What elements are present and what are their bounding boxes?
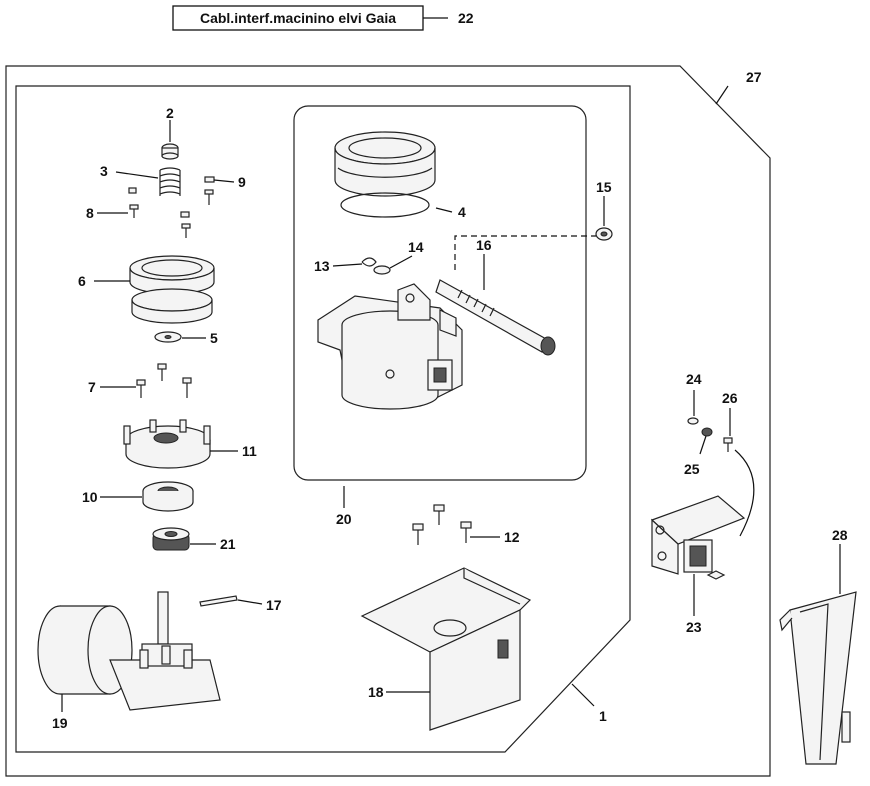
- callout-24: 24: [686, 371, 702, 387]
- inner-assembly-outline: [15, 85, 631, 753]
- callout-26: 26: [722, 390, 738, 406]
- callout-4: 4: [458, 204, 466, 220]
- callout-6: 6: [78, 273, 86, 289]
- leader-lines: [61, 85, 841, 712]
- callout-19: 19: [52, 715, 68, 731]
- part-3-spring: [159, 167, 181, 196]
- part-21-bearing: [152, 527, 190, 551]
- callout-25: 25: [684, 461, 700, 477]
- grinder-subassembly-box: [293, 105, 587, 481]
- title-callout: Cabl.interf.macinino elvi Gaia 22: [172, 5, 474, 31]
- part-24-washer: [687, 417, 699, 425]
- part-25-nut: [701, 427, 713, 437]
- callout-21: 21: [220, 536, 236, 552]
- part-5-washer: [154, 331, 182, 343]
- callout-1: 1: [599, 708, 607, 724]
- callout-10: 10: [82, 489, 98, 505]
- callout-28: 28: [832, 527, 848, 543]
- part-4-upper-burr: [334, 131, 436, 218]
- part-26-screw: [723, 437, 755, 537]
- callout-9: 9: [238, 174, 246, 190]
- part-17-pin: [199, 595, 238, 607]
- part-11-burr-holder: [123, 419, 211, 469]
- callout-23: 23: [686, 619, 702, 635]
- part-28-chute: [779, 591, 857, 765]
- callout-15: 15: [596, 179, 612, 195]
- callout-17: 17: [266, 597, 282, 613]
- callout-7: 7: [88, 379, 96, 395]
- title-box: [172, 5, 424, 31]
- part-6-adjustment-ring: [129, 255, 215, 324]
- part-10-lower-ring: [142, 481, 194, 512]
- callout-3: 3: [100, 163, 108, 179]
- callout-11: 11: [242, 443, 257, 459]
- part-14-washer: [373, 265, 391, 275]
- callout-18: 18: [368, 684, 384, 700]
- part-19-motor: [37, 591, 221, 711]
- part-9-screw: [180, 176, 215, 238]
- part-18-mounting-bracket: [360, 567, 532, 731]
- outer-assembly-outline: [5, 65, 771, 777]
- part-20-burr-housing: [317, 283, 463, 410]
- callout-12: 12: [504, 529, 520, 545]
- callout-5: 5: [210, 330, 218, 346]
- part-13-clip: [361, 257, 377, 267]
- callout-22: 22: [458, 10, 474, 26]
- part-23-interface-bracket: [650, 495, 746, 580]
- part-15-nut: [595, 227, 613, 241]
- part-12-screws: [412, 504, 472, 545]
- callout-numbers: 1 2 3 4 5 6 7 8 9 10 11 12 13 14 15 16 1…: [52, 69, 848, 731]
- callout-27: 27: [746, 69, 762, 85]
- part-2-knob: [161, 143, 179, 160]
- part-7-screws: [136, 363, 192, 398]
- callout-13: 13: [314, 258, 330, 274]
- callout-20: 20: [336, 511, 352, 527]
- part-8-screw: [128, 187, 139, 218]
- part-16-worm-shaft: [435, 235, 596, 356]
- callout-14: 14: [408, 239, 424, 255]
- title-label: Cabl.interf.macinino elvi Gaia: [200, 10, 396, 26]
- callout-16: 16: [476, 237, 492, 253]
- callout-8: 8: [86, 205, 94, 221]
- callout-2: 2: [166, 105, 174, 121]
